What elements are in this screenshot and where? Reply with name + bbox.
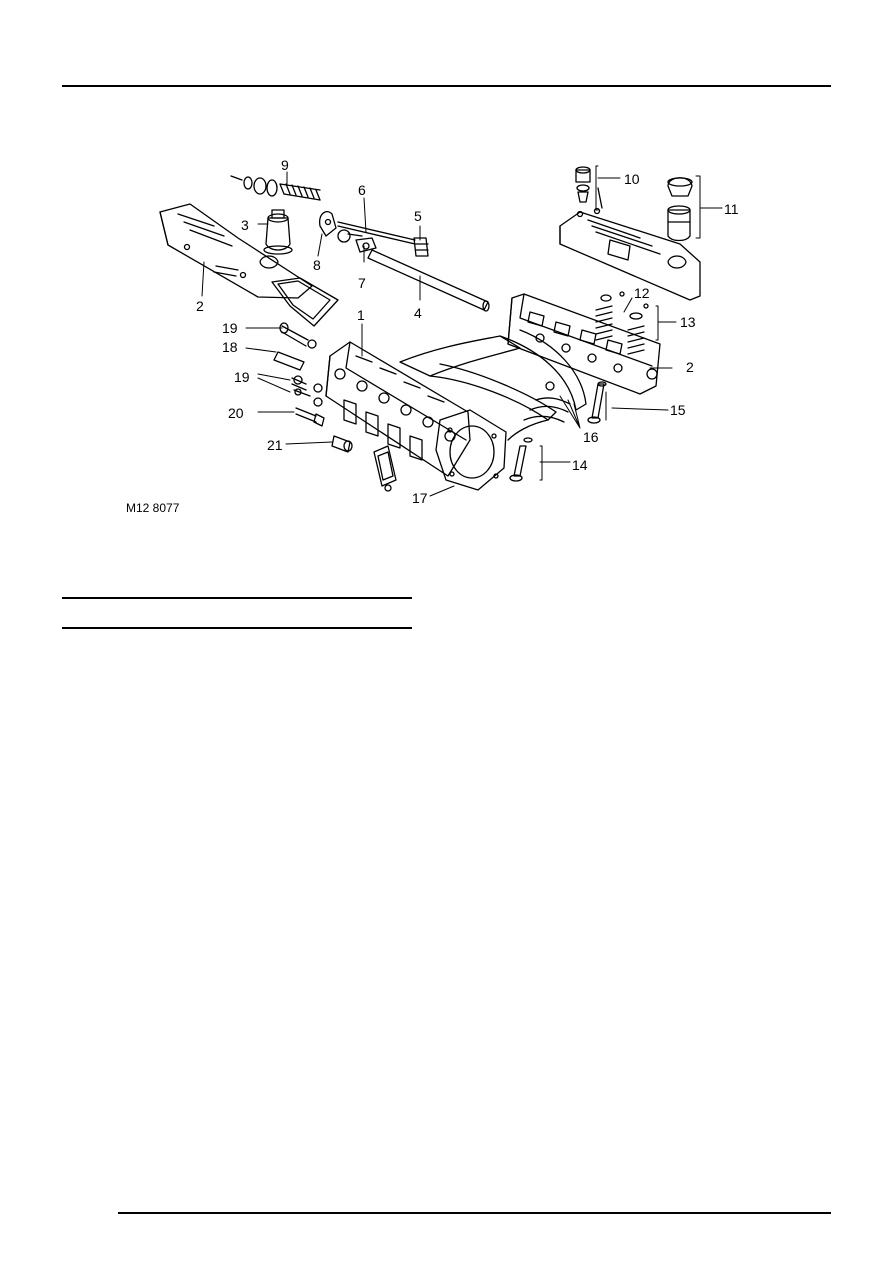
- fasteners: [273, 322, 353, 453]
- callout-19-top: 19: [222, 320, 238, 336]
- callout-11: 11: [724, 201, 739, 217]
- callout-17: 17: [412, 490, 428, 506]
- footer-rule: [118, 1212, 831, 1214]
- left-rocker-cover: [159, 203, 339, 327]
- callout-1: 1: [357, 307, 365, 323]
- head-gasket: [435, 409, 507, 491]
- callout-2-left: 2: [196, 298, 204, 314]
- callout-6: 6: [358, 182, 366, 198]
- callout-18: 18: [222, 339, 238, 355]
- callout-16: 16: [583, 429, 599, 445]
- valves: [509, 381, 607, 482]
- section-rule-bottom: [62, 627, 412, 629]
- breather-parts: [575, 166, 603, 215]
- callout-7: 7: [358, 275, 366, 291]
- parts-drawing: [159, 165, 723, 497]
- callout-5: 5: [414, 208, 422, 224]
- callout-9: 9: [281, 157, 289, 173]
- right-rocker-cover: [559, 210, 701, 301]
- left-cylinder-head: [325, 341, 471, 477]
- leader-lines: [201, 165, 723, 497]
- figure-reference: M12 8077: [126, 501, 180, 515]
- valley-gasket: [399, 329, 587, 441]
- section-rule-top: [62, 597, 412, 599]
- oil-filler-cap: [263, 209, 293, 255]
- valve-gear: [337, 221, 490, 312]
- callout-20: 20: [228, 405, 244, 421]
- callout-14: 14: [572, 457, 588, 473]
- callout-10: 10: [624, 171, 640, 187]
- filler-cap-parts: [667, 177, 693, 242]
- callout-8: 8: [313, 257, 321, 273]
- callout-labels: 9 6 5 3 8 7 2 4 1 19 18 19 20 21 17 10 1…: [126, 157, 739, 515]
- callout-15: 15: [670, 402, 686, 418]
- callout-2-right: 2: [686, 359, 694, 375]
- callout-21: 21: [267, 437, 283, 453]
- callout-3: 3: [241, 217, 249, 233]
- manifold-gasket: [373, 445, 397, 492]
- right-cylinder-head: [507, 293, 661, 395]
- callout-13: 13: [680, 314, 696, 330]
- callout-4: 4: [414, 305, 422, 321]
- breather-assembly: [230, 175, 321, 201]
- header-rule: [62, 85, 831, 87]
- callout-12: 12: [634, 285, 650, 301]
- valve-springs: [595, 291, 649, 355]
- bracket: [319, 211, 337, 237]
- callout-19-bottom: 19: [234, 369, 250, 385]
